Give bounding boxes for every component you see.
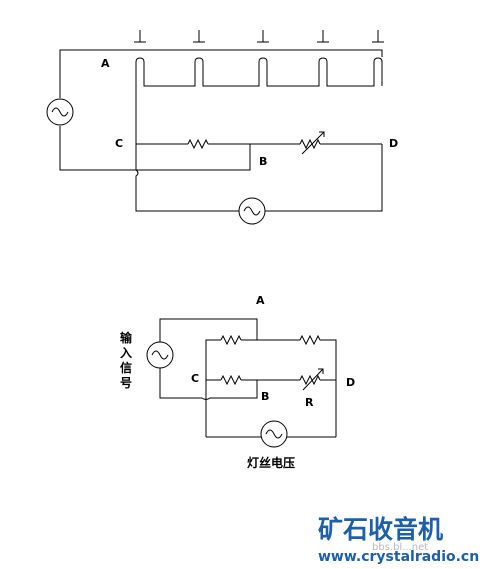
d1-label-c: C	[115, 137, 123, 150]
d2-wire-upper	[205, 339, 337, 437]
d1-ac-source-left	[46, 98, 74, 126]
d2-ac-source-input	[146, 341, 174, 369]
d2-label-b: B	[261, 390, 269, 403]
d2-resistor-upper-right	[299, 334, 321, 346]
d1-filament-comb	[135, 57, 383, 170]
svg-text:输: 输	[120, 330, 133, 345]
d1-variable-resistor	[299, 131, 325, 155]
d1-resistor	[187, 138, 209, 150]
d1-label-a: A	[101, 57, 110, 70]
d2-resistor-lower-left	[220, 374, 242, 386]
d2-input-label: 输 入 信 号	[120, 330, 133, 390]
d2-variable-resistor	[299, 368, 324, 391]
d1-wire-source	[59, 49, 383, 171]
diagram-1: A C B D	[46, 30, 398, 225]
d2-filament-label: 灯丝电压	[247, 455, 295, 470]
d2-label-c: C	[191, 372, 199, 385]
d1-wire-lower	[135, 144, 383, 212]
d2-label-a: A	[256, 294, 265, 307]
d2-wire-input	[159, 318, 258, 399]
diagram-2: A C B D R	[120, 294, 355, 470]
svg-text:入: 入	[120, 346, 132, 360]
logo-watermark: bbs.bl...net	[372, 542, 428, 553]
d2-label-r: R	[305, 396, 314, 409]
logo-title: 矿石收音机	[318, 515, 443, 544]
d1-ac-source-bottom	[238, 197, 266, 225]
svg-text:信: 信	[120, 360, 132, 375]
d2-wire-lower	[201, 379, 336, 400]
d1-label-b: B	[259, 155, 267, 168]
d2-ac-source-filament	[260, 420, 288, 448]
logo-url: www.crystalradio.cn	[318, 549, 479, 565]
svg-text:号: 号	[120, 375, 132, 390]
d1-ground-symbols	[134, 30, 384, 43]
d2-label-d: D	[346, 376, 355, 389]
site-logo: 矿石收音机 bbs.bl...net www.crystalradio.cn	[318, 515, 479, 565]
d2-resistor-upper-left	[220, 334, 242, 346]
d1-label-d: D	[389, 137, 398, 150]
d1-wire-bridge	[136, 143, 382, 171]
